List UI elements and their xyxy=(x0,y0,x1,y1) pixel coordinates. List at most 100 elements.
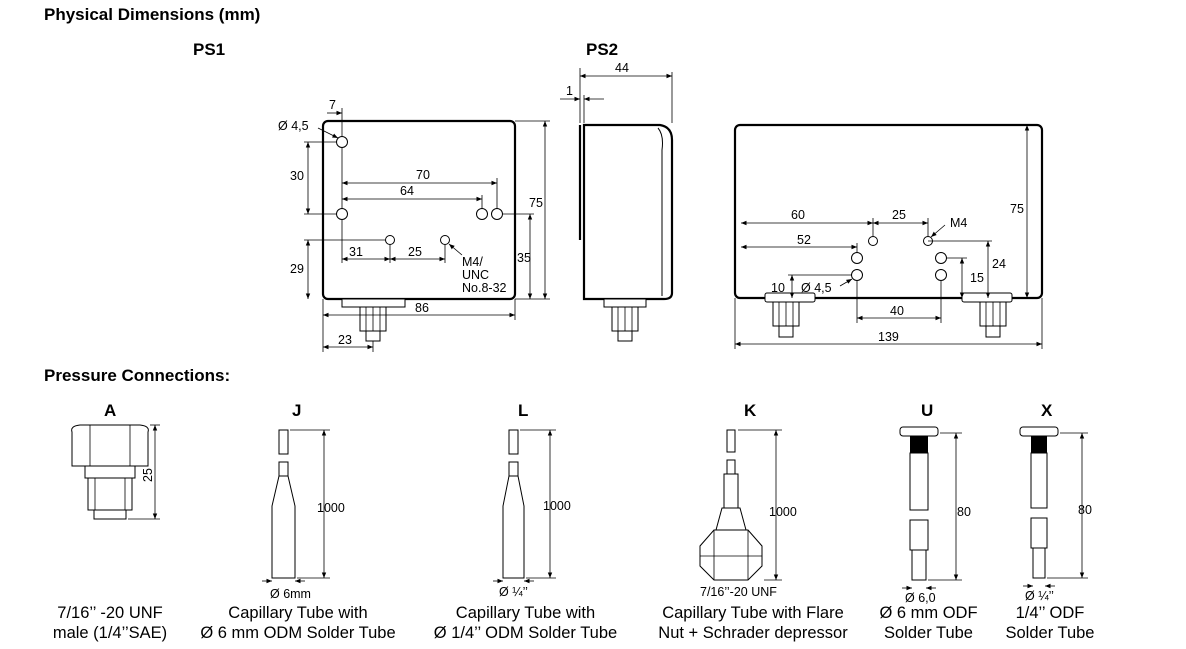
connection-u-drawing: 80 Ø 6,0 xyxy=(899,426,971,605)
rear-fitting-tip-right xyxy=(985,325,1001,338)
rear-dim-60: 60 xyxy=(791,208,805,222)
rear-hole-d xyxy=(935,269,947,281)
connection-k-caption-line1: Capillary Tube with Flare xyxy=(662,604,844,622)
ps1-hole-right-a xyxy=(476,208,488,220)
connection-u-tube-upper xyxy=(909,452,929,511)
connection-l-capillary-mid xyxy=(508,461,519,477)
connection-a-drawing: 25 xyxy=(71,424,160,520)
ps2-housing xyxy=(582,123,674,301)
connection-k-flare-nut xyxy=(699,529,763,581)
connection-x-caption-line1: 1/4’’ ODF xyxy=(1015,604,1085,622)
connection-u-caption: Ø 6 mm ODF Solder Tube xyxy=(866,603,991,643)
connection-k-dim: 1000 xyxy=(769,505,797,519)
connection-j-dim: 1000 xyxy=(317,501,345,515)
connection-k-thread: 7/16’’-20 UNF xyxy=(700,585,777,599)
connection-k-drawing: 1000 7/16’’-20 UNF xyxy=(699,429,797,599)
rear-dim-40: 40 xyxy=(890,304,904,318)
ps1-dim-75: 75 xyxy=(529,196,543,210)
connection-l-drawing: 1000 Ø ¼’’ xyxy=(493,429,571,599)
connection-k-capillary-top xyxy=(726,429,736,453)
connection-x-band xyxy=(1031,436,1047,453)
connection-a-caption-line2: male (1/4’’SAE) xyxy=(52,624,168,642)
ps1-dim-31: 31 xyxy=(349,245,363,259)
connection-l-solder-tube xyxy=(502,475,525,579)
rear-thread-m4: M4 xyxy=(950,216,967,230)
connection-x-dia: Ø ¼’’ xyxy=(1025,589,1054,603)
rear-fitting-flange-right xyxy=(961,292,1013,303)
physical-dimensions-heading: Physical Dimensions (mm) xyxy=(44,5,261,24)
rear-hole-b xyxy=(935,252,947,264)
rear-dim-25: 25 xyxy=(892,208,906,222)
rear-housing xyxy=(733,123,1044,300)
connection-l-capillary-top xyxy=(508,429,519,455)
ps1-dim-23: 23 xyxy=(338,333,352,347)
rear-dim-10: 10 xyxy=(771,281,785,295)
ps2-fitting-flange xyxy=(603,298,647,308)
rear-dim-24: 24 xyxy=(992,257,1006,271)
ps1-housing xyxy=(321,119,517,301)
connection-u-dia: Ø 6,0 xyxy=(905,591,936,605)
connection-k-cone xyxy=(715,507,747,531)
connection-j-caption-line1: Capillary Tube with xyxy=(228,604,368,622)
connection-k-capillary-mid xyxy=(726,459,736,475)
ps1-dim-7: 7 xyxy=(329,98,336,112)
connection-a-caption-line1: 7/16’’ -20 UNF xyxy=(57,604,163,622)
connection-x-drawing: 80 Ø ¼’’ xyxy=(1019,426,1092,603)
rear-view: 75 60 25 M4 52 24 15 10 Ø 4,5 40 139 xyxy=(733,123,1044,349)
ps1-dim-25: 25 xyxy=(408,245,422,259)
ps1-fitting-tip xyxy=(365,330,381,342)
connection-l-caption-line2: Ø 1/4’’ ODM Solder Tube xyxy=(433,624,618,642)
connection-k-caption-line2: Nut + Schrader depressor xyxy=(658,624,848,642)
connection-x-cap xyxy=(1019,426,1059,437)
rear-hole-a xyxy=(851,252,863,264)
ps1-dim-70: 70 xyxy=(416,168,430,182)
ps2-label: PS2 xyxy=(586,40,619,59)
rear-hole-c xyxy=(851,269,863,281)
rear-screw-a xyxy=(868,236,878,246)
ps1-label: PS1 xyxy=(193,40,226,59)
rear-dim-139: 139 xyxy=(878,330,899,344)
rear-fitting-tip-left xyxy=(778,325,794,338)
rear-dim-15: 15 xyxy=(970,271,984,285)
connection-l-letter: L xyxy=(518,401,529,420)
connection-x-tip xyxy=(1032,547,1046,579)
connection-l-dia: Ø ¼’’ xyxy=(499,585,528,599)
connection-l-caption-line1: Capillary Tube with xyxy=(455,604,596,622)
ps1-dim-64: 64 xyxy=(400,184,414,198)
connection-j-drawing: 1000 Ø 6mm xyxy=(262,429,345,601)
pressure-connections-heading: Pressure Connections: xyxy=(44,366,231,385)
ps1-hole-top xyxy=(336,136,348,148)
connection-j-capillary-mid xyxy=(278,461,289,477)
connection-a-hex-nut xyxy=(71,424,149,467)
connection-k-stem xyxy=(723,473,739,509)
ps2-dim-44: 44 xyxy=(615,61,629,75)
connection-x-tube-upper xyxy=(1030,452,1048,509)
connection-u-band xyxy=(910,436,928,453)
ps1-screw-b xyxy=(440,235,450,245)
ps1-hole-left xyxy=(336,208,348,220)
connection-j-caption-line2: Ø 6 mm ODM Solder Tube xyxy=(200,624,396,642)
connection-k-caption: Capillary Tube with Flare Nut + Schrader… xyxy=(643,603,863,643)
connection-a-tip xyxy=(93,509,127,520)
rear-dim-75: 75 xyxy=(1010,202,1024,216)
rear-dim-52: 52 xyxy=(797,233,811,247)
ps1-hole-dia: Ø 4,5 xyxy=(278,119,309,133)
ps1-hole-right-b xyxy=(491,208,503,220)
ps1-thread-line1: M4/ xyxy=(462,255,483,269)
connection-j-dia: Ø 6mm xyxy=(270,587,311,601)
connection-x-letter: X xyxy=(1041,401,1053,420)
connection-x-tube-lower xyxy=(1030,517,1048,549)
ps1-screw-a xyxy=(385,235,395,245)
connection-x-caption: 1/4’’ ODF Solder Tube xyxy=(995,603,1105,643)
ps1-thread-line2: UNC xyxy=(462,268,489,282)
ps1-dim-86: 86 xyxy=(415,301,429,315)
ps1-dim-30: 30 xyxy=(290,169,304,183)
connection-u-dim: 80 xyxy=(957,505,971,519)
connection-u-tube-lower xyxy=(909,519,929,551)
connection-u-caption-line2: Solder Tube xyxy=(884,624,973,642)
connection-j-caption: Capillary Tube with Ø 6 mm ODM Solder Tu… xyxy=(188,603,408,643)
connection-x-dim: 80 xyxy=(1078,503,1092,517)
ps1-dim-35: 35 xyxy=(517,251,531,265)
ps1-dim-29: 29 xyxy=(290,262,304,276)
